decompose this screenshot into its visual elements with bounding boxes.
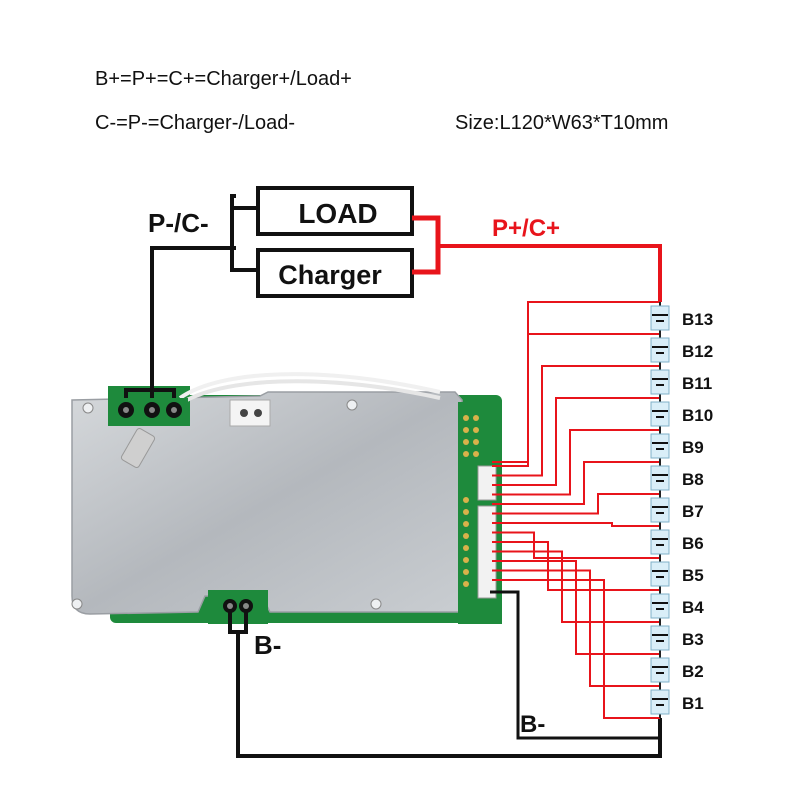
mount-hole — [370, 598, 382, 610]
battery-cell-b7: B7 — [650, 497, 704, 523]
cell-label: B7 — [682, 502, 704, 521]
battery-cell-b2: B2 — [650, 657, 704, 683]
cell-label: B6 — [682, 534, 704, 553]
sense-wire-top — [492, 301, 660, 463]
charger-label: Charger — [278, 260, 382, 290]
battery-cell-b13: B13 — [650, 305, 713, 331]
battery-cell-b12: B12 — [650, 337, 713, 363]
sense-wire-b9 — [492, 461, 660, 505]
battery-cell-b11: B11 — [650, 369, 712, 395]
wiring-note-positive: B+=P+=C+=Charger+/Load+ — [95, 68, 352, 90]
board-b-minus-label: B- — [254, 630, 281, 660]
cell-label: B13 — [682, 310, 713, 329]
positive-wiring — [412, 215, 662, 302]
sense-wire-b1 — [492, 579, 660, 719]
cell-label: B5 — [682, 566, 704, 585]
cell-label: B2 — [682, 662, 704, 681]
sense-wire-b10 — [492, 429, 660, 496]
bms-board — [71, 372, 502, 624]
sense-wire-b2 — [492, 569, 660, 687]
cell-label: B1 — [682, 694, 704, 713]
load-box: LOAD — [256, 186, 414, 236]
sense-wire-b6 — [492, 531, 660, 559]
board-b-minus-wire — [490, 590, 660, 740]
ntc-wire — [178, 372, 441, 400]
mount-hole — [346, 399, 358, 411]
battery-cell-b1: B1 — [650, 689, 704, 715]
battery-cell-b4: B4 — [650, 593, 704, 619]
battery-cell-b6: B6 — [650, 529, 704, 555]
p-c-negative-label: P-/C- — [148, 208, 209, 238]
mount-hole — [71, 598, 83, 610]
cell-label: B3 — [682, 630, 704, 649]
cell-label: B11 — [682, 374, 712, 393]
battery-cell-b3: B3 — [650, 625, 704, 651]
pad-column — [463, 415, 479, 587]
sense-wire-b3 — [492, 560, 660, 655]
cell-label: B12 — [682, 342, 713, 361]
sense-wire-b12 — [492, 365, 660, 477]
battery-b-minus-label: B- — [520, 711, 545, 738]
ntc-connector — [229, 399, 271, 427]
mount-hole — [82, 402, 94, 414]
battery-cell-b10: B10 — [650, 401, 713, 427]
output-terminal-block — [112, 398, 188, 422]
cell-label: B9 — [682, 438, 704, 457]
sense-wire-b8 — [492, 493, 660, 515]
sense-wire-b7 — [492, 522, 660, 527]
ntc-wire — [178, 379, 441, 406]
sense-wire-b11 — [492, 397, 660, 486]
cell-label: B8 — [682, 470, 704, 489]
sense-wire-b13 — [492, 333, 660, 467]
battery-cell-b9: B9 — [650, 433, 704, 459]
p-c-positive-label: P+/C+ — [492, 215, 560, 242]
balance-sense-wires — [492, 301, 660, 719]
charger-box: Charger — [256, 248, 414, 298]
battery-cell-b8: B8 — [650, 465, 704, 491]
cell-label: B10 — [682, 406, 713, 425]
balance-connector-upper — [477, 465, 497, 501]
board-size-note: Size:L120*W63*T10mm — [455, 112, 669, 134]
pcb-tab-bottom — [208, 590, 268, 624]
load-label: LOAD — [298, 198, 377, 229]
battery-cell-b5: B5 — [650, 561, 704, 587]
thermistor-probe — [120, 428, 156, 468]
sense-wire-b4 — [492, 550, 660, 623]
wiring-note-negative: C-=P-=Charger-/Load- — [95, 112, 296, 134]
cell-label: B4 — [682, 598, 704, 617]
